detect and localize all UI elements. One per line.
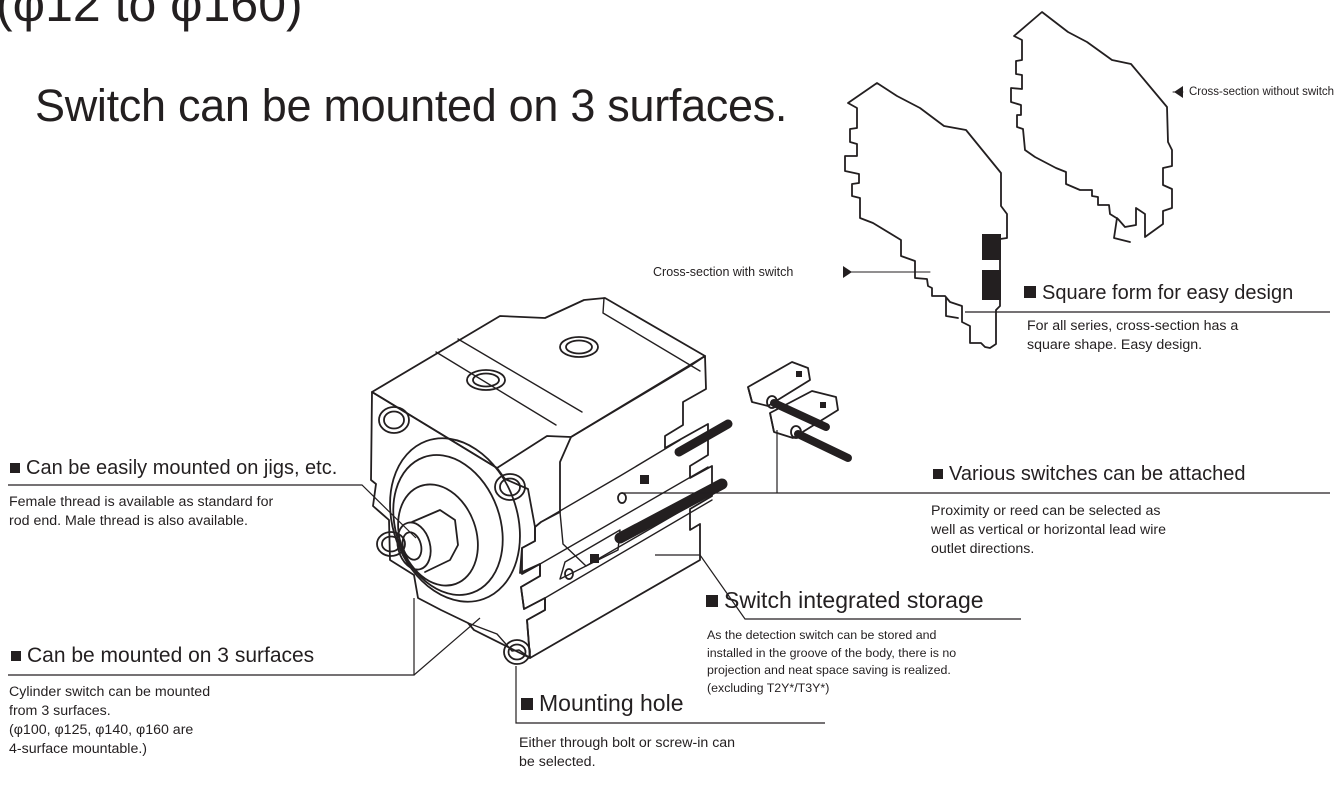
cross-section-with-switch-outline	[844, 82, 1008, 349]
callout-lines	[8, 311, 1330, 724]
feature-three-surfaces-title: Can be mounted on 3 surfaces	[11, 643, 314, 669]
feature-various-switches-desc: Proximity or reed can be selected as wel…	[931, 503, 1166, 557]
caption-with-switch: Cross-section with switch	[653, 265, 794, 279]
arrow-right-icon	[843, 266, 852, 278]
feature-jigs-title: Can be easily mounted on jigs, etc.	[10, 456, 337, 480]
page-title: (φ12 to φ160)	[0, 0, 303, 32]
cross-section-back-groove	[1113, 217, 1131, 243]
feature-jigs-desc: Female thread is available as standard f…	[9, 494, 274, 529]
feature-various-switches-title: Various switches can be attached	[933, 462, 1245, 486]
cross-section-without-switch-outline	[1010, 11, 1173, 238]
arrow-left-icon	[1174, 86, 1183, 98]
bullet-icon	[521, 698, 533, 710]
feature-three-surfaces-desc: Cylinder switch can be mounted from 3 su…	[9, 684, 211, 757]
bullet-icon	[11, 651, 21, 661]
bullet-icon	[10, 463, 20, 473]
feature-mounting-hole-title: Mounting hole	[521, 689, 684, 717]
feature-square-form-title: Square form for easy design	[1024, 281, 1293, 305]
bullet-icon	[1024, 286, 1036, 298]
bullet-icon	[706, 595, 718, 607]
loose-switches	[747, 361, 852, 462]
feature-storage-title: Switch integrated storage	[706, 586, 984, 614]
feature-mounting-hole-desc: Either through bolt or screw-in can be s…	[519, 735, 736, 770]
feature-square-form-desc: For all series, cross-section has a squa…	[1027, 318, 1239, 353]
cross-section-front-groove	[945, 297, 959, 319]
caption-without-switch: Cross-section without switch	[1189, 86, 1335, 98]
cylinder-front-face	[370, 391, 546, 659]
bullet-icon	[933, 469, 943, 479]
headline: Switch can be mounted on 3 surfaces.	[35, 80, 788, 131]
feature-storage-desc: As the detection switch can be stored an…	[707, 628, 957, 695]
